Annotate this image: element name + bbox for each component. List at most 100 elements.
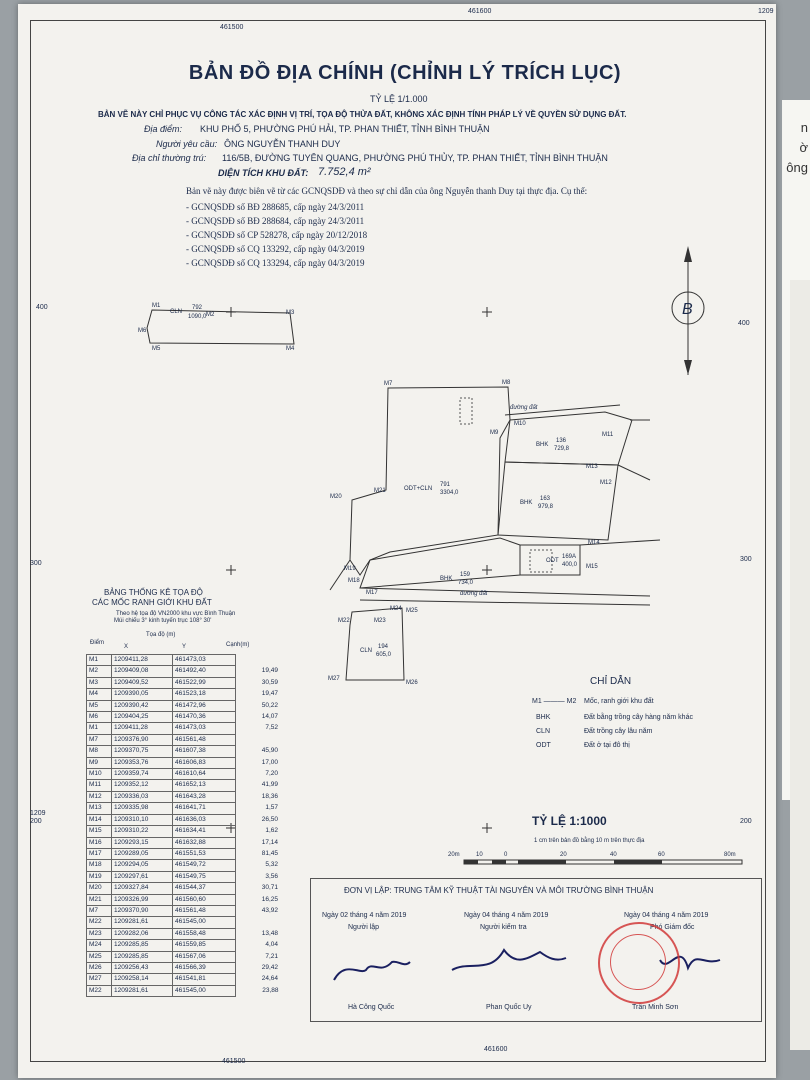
coord-y: 461541,81 <box>172 973 236 986</box>
edge-length: 17,14 <box>261 838 278 846</box>
legend-code: M1 ——— M2 <box>532 698 577 705</box>
svg-text:BHK: BHK <box>536 442 548 448</box>
edge-length: 24,64 <box>261 975 278 983</box>
legend-desc: Đất ở tại đô thị <box>584 742 630 749</box>
area-value: 7.752,4 m² <box>318 166 371 178</box>
col-header: Tọa độ (m) <box>146 632 176 638</box>
svg-text:792: 792 <box>192 305 203 311</box>
grid-label: 300 <box>30 560 42 567</box>
coord-y: 461545,00 <box>172 984 236 998</box>
svg-text:M13: M13 <box>586 464 598 470</box>
scale-tick: 60 <box>658 852 665 858</box>
edge-length: 3,56 <box>265 872 278 880</box>
table-subtitle: Múi chiếu 3° kinh tuyến trục 108° 30' <box>114 618 212 624</box>
svg-text:BHK: BHK <box>440 576 452 582</box>
svg-text:M6: M6 <box>138 328 147 334</box>
address: 116/5B, ĐƯỜNG TUYÊN QUANG, PHƯỜNG PHÚ TH… <box>222 153 608 163</box>
edge-length: 16,25 <box>261 895 278 903</box>
sign-date: Ngày 04 tháng 4 năm 2019 <box>464 912 549 919</box>
grid-label: 1209 <box>30 810 46 817</box>
scale-tick: 20 <box>560 852 567 858</box>
edge-length: 5,32 <box>265 861 278 869</box>
svg-text:ODT+CLN: ODT+CLN <box>404 486 432 492</box>
edge-length: 50,22 <box>261 701 278 709</box>
svg-text:605,0: 605,0 <box>376 652 392 658</box>
svg-text:CLN: CLN <box>360 648 372 654</box>
sign-date: Ngày 04 tháng 4 năm 2019 <box>624 912 709 919</box>
svg-text:734,0: 734,0 <box>458 580 474 586</box>
edge-length: 30,71 <box>261 884 278 892</box>
edge-length: 7,21 <box>265 952 278 960</box>
signature-2 <box>451 948 567 971</box>
coord-y: 461492,40 <box>172 665 236 678</box>
grid-label: 200 <box>30 818 42 825</box>
edge-length: 81,45 <box>261 849 278 857</box>
scale-subtitle: 1 cm trên bản đồ bằng 10 m trên thực địa <box>534 838 645 844</box>
svg-text:159: 159 <box>460 572 471 578</box>
edge-length: 43,92 <box>261 906 278 914</box>
road-label: đường đất <box>510 404 538 411</box>
page-title: BẢN ĐỒ ĐỊA CHÍNH (CHỈNH LÝ TRÍCH LỤC) <box>188 62 622 84</box>
coord-y: 461523,18 <box>172 688 236 701</box>
svg-text:M23: M23 <box>374 618 386 624</box>
coord-y: 461545,00 <box>172 916 236 929</box>
legend-code: CLN <box>536 728 551 735</box>
coord-y: 461549,72 <box>172 859 236 872</box>
disclaimer: BẢN VẼ NÀY CHỈ PHỤC VỤ CÔNG TÁC XÁC ĐỊNH… <box>98 110 627 119</box>
scale-tick: 0 <box>504 852 508 858</box>
svg-text:M8: M8 <box>502 380 511 386</box>
grid-label: 461600 <box>484 1046 508 1053</box>
svg-text:M15: M15 <box>586 564 598 570</box>
map-frame <box>30 20 766 1062</box>
coord-y: 461636,03 <box>172 813 236 827</box>
svg-text:729,8: 729,8 <box>554 446 570 452</box>
coord-y: 461473,03 <box>172 653 236 667</box>
edge-length: 7,52 <box>265 724 278 732</box>
coord-y: 461559,85 <box>172 939 236 952</box>
legend-code: ODT <box>536 742 551 749</box>
svg-text:M20: M20 <box>330 494 342 500</box>
svg-text:M7: M7 <box>384 381 393 387</box>
edge-length: 19,49 <box>261 667 278 675</box>
coord-y: 461472,96 <box>172 699 236 713</box>
edge-length: 1,62 <box>265 827 278 835</box>
point-id: M1 <box>86 653 112 667</box>
svg-text:M19: M19 <box>344 566 356 572</box>
point-id: M26 <box>86 961 112 975</box>
svg-text:M5: M5 <box>152 346 161 352</box>
point-id: M19 <box>86 870 112 884</box>
road-label: đường đất <box>460 590 488 597</box>
sign-name: Hà Công Quốc <box>348 1004 395 1011</box>
svg-text:3304,0: 3304,0 <box>440 490 459 496</box>
coord-y: 461558,48 <box>172 927 236 941</box>
edge-length: 29,42 <box>261 963 278 971</box>
scale-small: TỶ LỆ 1/1.000 <box>370 94 428 104</box>
col-header: Điểm <box>90 640 105 646</box>
table-subtitle: Theo hệ tọa độ VN2000 khu vực Bình Thuận <box>116 611 236 617</box>
source-note: Bản vẽ này được biên vẽ từ các GCNQSDĐ v… <box>186 186 588 196</box>
legend-title: CHỈ DẪN <box>590 676 632 687</box>
svg-text:M22: M22 <box>338 618 350 624</box>
edge-length: 41,99 <box>261 781 278 789</box>
coord-y: 461549,75 <box>172 870 236 884</box>
edge-length: 7,20 <box>265 770 278 778</box>
grid-label: 461500 <box>222 1058 246 1065</box>
svg-text:M25: M25 <box>406 608 418 614</box>
cert-item: - GCNQSDĐ số CQ 133292, cấp ngày 04/3/20… <box>186 244 365 254</box>
edge-length: 17,00 <box>261 758 278 766</box>
table-title: BẢNG THỐNG KÊ TỌA ĐỘ <box>104 588 203 597</box>
signature-1 <box>333 960 411 981</box>
svg-text:400,0: 400,0 <box>562 562 578 568</box>
